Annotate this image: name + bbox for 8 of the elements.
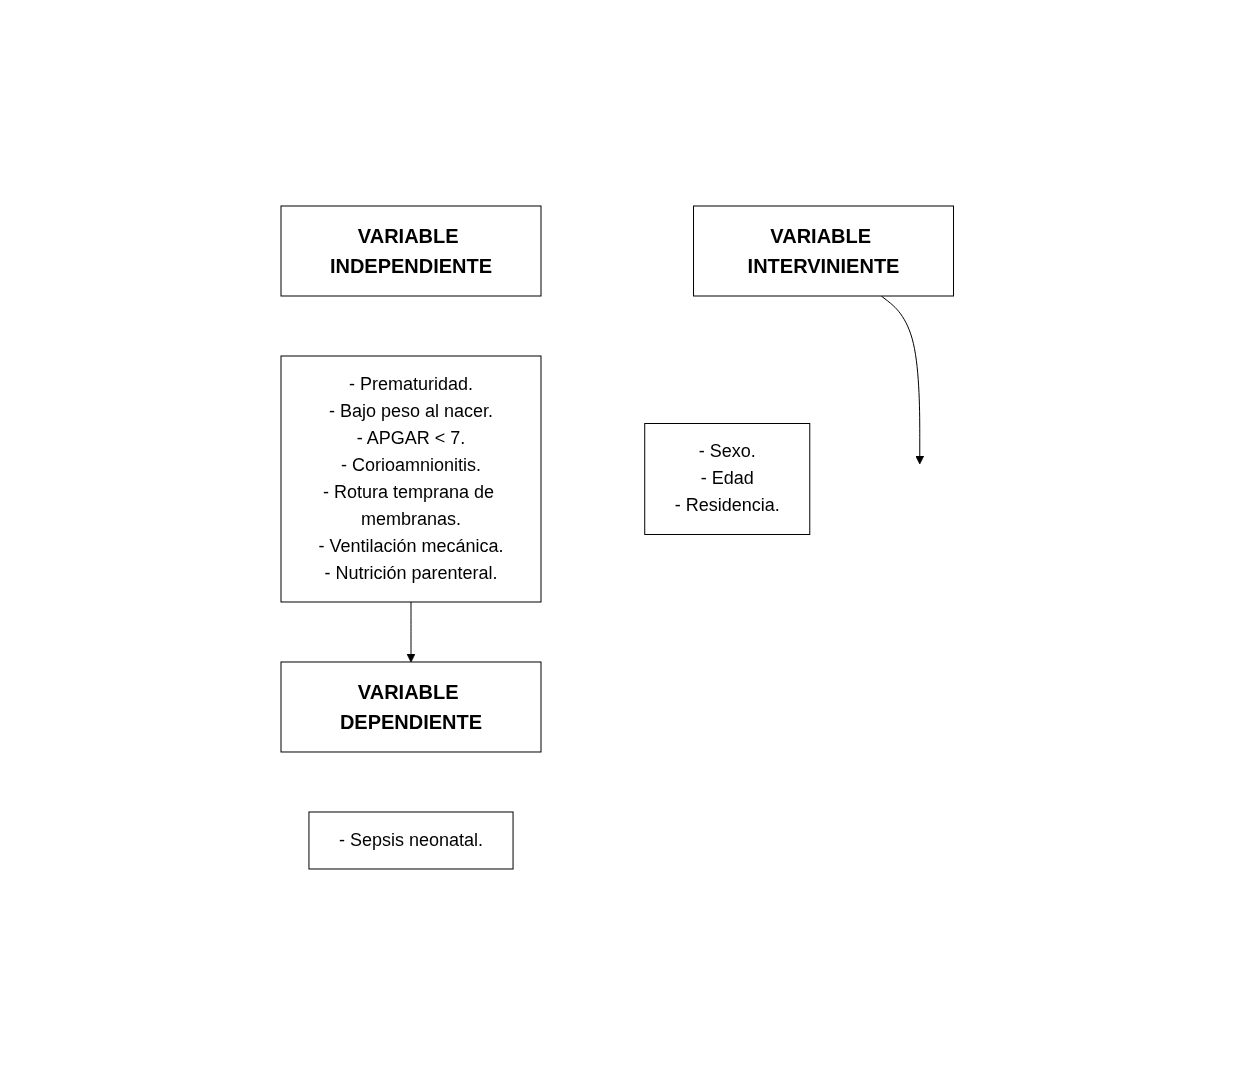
node-box: - Sexo. - Edad - Residencia. [644,422,811,535]
node-box: - Prematuridad. - Bajo peso al nacer. - APGAR < 7. - Corioamnionitis. - Rotura temprana de membranas. - Ventilación mecánica. - Nutrición parenteral. [280,355,542,602]
arrow [406,601,416,662]
node-box: VARIABLE DEPENDIENTE [280,661,542,752]
node-box: VARIABLE INTERVINIENTE [693,205,955,296]
node-box: VARIABLE INDEPENDIENTE [280,205,542,296]
arrow [881,295,925,464]
node-box: - Sepsis neonatal. [308,811,514,869]
